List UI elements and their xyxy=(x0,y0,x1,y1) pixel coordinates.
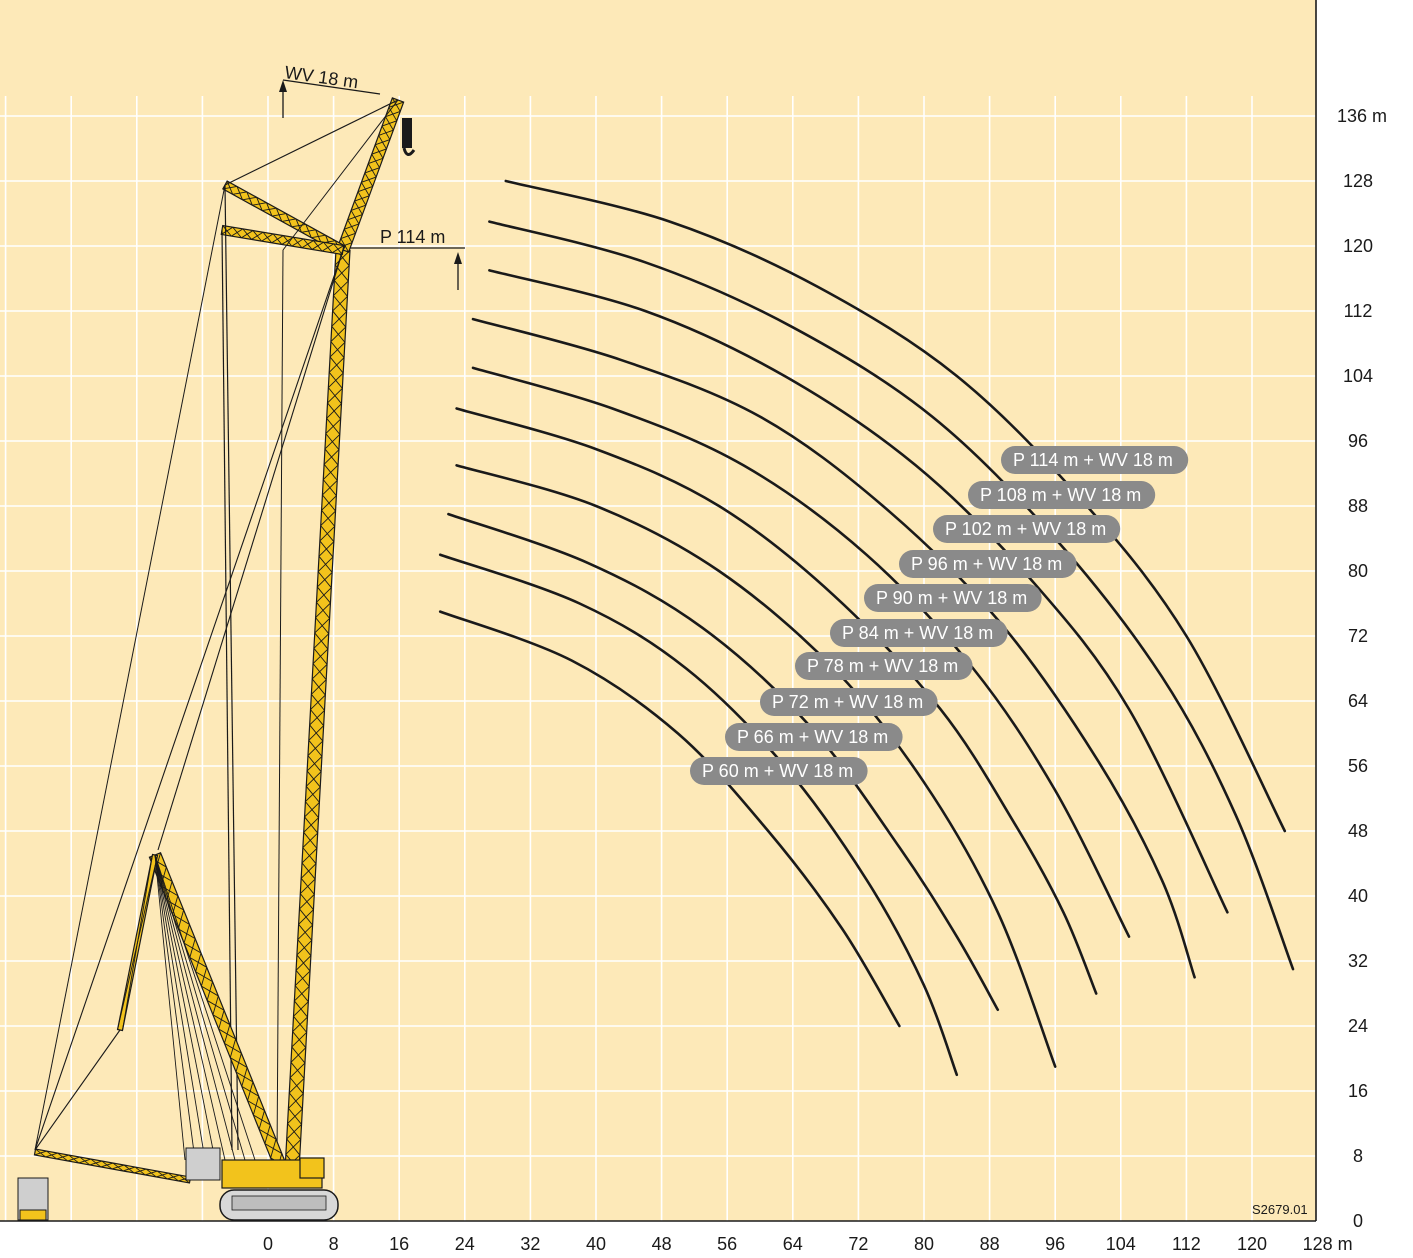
y-tick-label: 88 xyxy=(1348,496,1368,516)
range-curve xyxy=(504,179,1287,833)
y-tick-label: 0 xyxy=(1353,1211,1363,1231)
y-tick-label: 8 xyxy=(1353,1146,1363,1166)
x-tick-label: 48 xyxy=(652,1234,672,1254)
range-curve xyxy=(488,220,1295,971)
curve-label-text: P 78 m + WV 18 m xyxy=(807,656,958,676)
curve-label-text: P 72 m + WV 18 m xyxy=(772,692,923,712)
x-tick-label: 24 xyxy=(455,1234,475,1254)
grid-lines xyxy=(0,96,1319,1221)
x-axis-ticks: 0 8 16 24 32 40 48 56 64 72 80 88 96 104 112 120 128 m xyxy=(263,1234,1353,1254)
x-tick-label: 40 xyxy=(586,1234,606,1254)
curve-label-pill: P 60 m + WV 18 m xyxy=(690,757,868,785)
y-tick-label: 104 xyxy=(1343,366,1373,386)
crawler-crane-illustration xyxy=(17,97,416,1221)
curve-label-pill: P 90 m + WV 18 m xyxy=(864,584,1042,612)
x-tick-label: 56 xyxy=(717,1234,737,1254)
curve-label-pill: P 66 m + WV 18 m xyxy=(725,723,903,751)
y-tick-label: 96 xyxy=(1348,431,1368,451)
x-tick-label: 32 xyxy=(520,1234,540,1254)
y-tick-label: 40 xyxy=(1348,886,1368,906)
y-tick-label: 112 xyxy=(1344,301,1373,321)
x-tick-label: 96 xyxy=(1045,1234,1065,1254)
range-curve xyxy=(471,366,1131,938)
curve-label-pill: P 84 m + WV 18 m xyxy=(830,619,1008,647)
y-tick-label: 64 xyxy=(1348,691,1368,711)
range-curve xyxy=(488,269,1229,914)
x-tick-label: 0 xyxy=(263,1234,273,1254)
y-tick-label: 120 xyxy=(1343,236,1373,256)
x-tick-label: 112 xyxy=(1172,1234,1201,1254)
y-tick-label: 24 xyxy=(1348,1016,1368,1036)
y-tick-label: 32 xyxy=(1348,951,1368,971)
curve-label-pill: P 114 m + WV 18 m xyxy=(1001,446,1189,474)
curve-label-pill: P 108 m + WV 18 m xyxy=(968,481,1156,509)
y-tick-label: 80 xyxy=(1348,561,1368,581)
curve-label-text: P 84 m + WV 18 m xyxy=(842,623,993,643)
curve-label-text: P 60 m + WV 18 m xyxy=(702,761,853,781)
drawing-code: S2679.01 xyxy=(1252,1202,1308,1217)
x-tick-label: 104 xyxy=(1106,1234,1136,1254)
boom-label: P 114 m xyxy=(380,227,445,247)
curve-label-text: P 102 m + WV 18 m xyxy=(945,519,1106,539)
x-tick-label: 128 m xyxy=(1303,1234,1353,1254)
x-tick-label: 8 xyxy=(329,1234,339,1254)
x-tick-label: 16 xyxy=(389,1234,409,1254)
x-tick-label: 88 xyxy=(980,1234,1000,1254)
axes xyxy=(0,0,1317,1222)
curve-labels: P 60 m + WV 18 m P 66 m + WV 18 m P 72 m +… xyxy=(690,446,1189,785)
curve-label-text: P 108 m + WV 18 m xyxy=(980,485,1141,505)
x-tick-label: 120 xyxy=(1237,1234,1267,1254)
y-axis-ticks: 0 8 16 24 32 40 48 56 64 72 80 88 96 104 112 120 128 136 … xyxy=(1337,106,1387,1231)
y-tick-label: 56 xyxy=(1348,756,1368,776)
curve-label-text: P 96 m + WV 18 m xyxy=(911,554,1062,574)
curve-label-text: P 114 m + WV 18 m xyxy=(1013,450,1173,470)
y-tick-label: 72 xyxy=(1348,626,1368,646)
curve-label-pill: P 78 m + WV 18 m xyxy=(795,652,973,680)
curve-label-text: P 66 m + WV 18 m xyxy=(737,727,888,747)
x-tick-label: 72 xyxy=(848,1234,868,1254)
curve-label-pill: P 96 m + WV 18 m xyxy=(899,550,1077,578)
curve-label-pill: P 102 m + WV 18 m xyxy=(933,515,1121,543)
y-tick-label: 128 xyxy=(1343,171,1373,191)
curve-label-pill: P 72 m + WV 18 m xyxy=(760,688,938,716)
x-tick-label: 64 xyxy=(783,1234,803,1254)
curve-label-text: P 90 m + WV 18 m xyxy=(876,588,1027,608)
y-tick-label: 136 m xyxy=(1337,106,1387,126)
boom-dimension: P 114 m xyxy=(350,227,465,290)
range-curve xyxy=(447,512,1000,1012)
y-tick-label: 48 xyxy=(1348,821,1368,841)
x-tick-label: 80 xyxy=(914,1234,934,1254)
y-tick-label: 16 xyxy=(1348,1081,1368,1101)
